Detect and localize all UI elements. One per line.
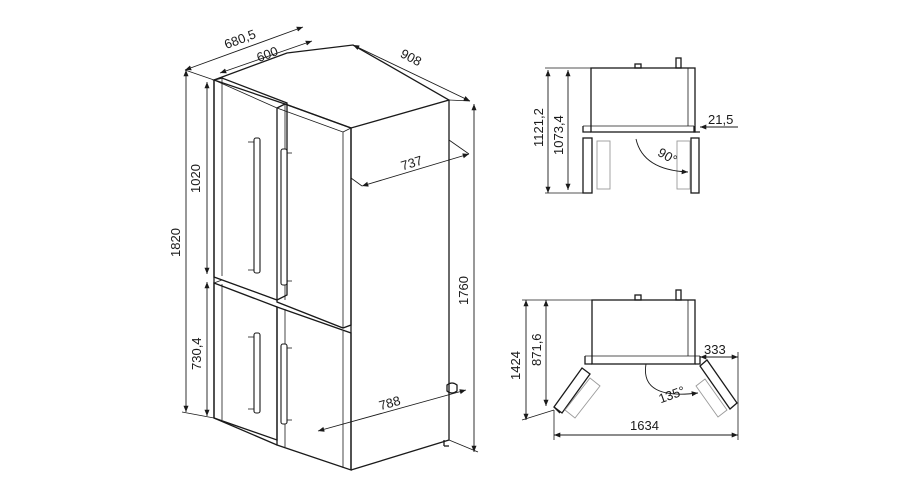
dimension-height-total: 1820 (168, 70, 215, 419)
cabinet-top-outline-2 (591, 299, 696, 365)
dimension-1424: 1424 (508, 351, 523, 380)
right-door-135 (695, 359, 738, 418)
dimension-depth-total: 908 (352, 44, 471, 102)
door-top-right (276, 103, 352, 329)
dimension-1073: 1073,4 (551, 115, 566, 155)
svg-text:908: 908 (398, 46, 424, 69)
left-door-135 (553, 367, 601, 419)
dimension-height-lower: 730,4 (189, 282, 210, 416)
angle-label-90: 90° (655, 145, 680, 168)
dimension-depth-body: 737 (350, 139, 470, 187)
dimension-height-body: 1760 (448, 104, 479, 453)
dimension-1121: 1121,2 (531, 108, 546, 147)
svg-text:1820: 1820 (168, 228, 183, 257)
cabinet-side-face (350, 100, 450, 471)
dimension-21-5: 21,5 (708, 112, 733, 127)
angle-label-135: 135° (656, 383, 686, 406)
right-door-open (690, 137, 700, 194)
left-door-open (582, 137, 593, 194)
drawer-bottom-right (276, 306, 352, 471)
door-handles (248, 137, 292, 425)
dimension-height-upper: 1020 (188, 82, 210, 274)
svg-text:737: 737 (399, 153, 424, 174)
fridge-isometric-view: 680,5 600 908 737 788 1820 (168, 26, 479, 471)
door-top-left (213, 77, 288, 301)
cabinet-top-outline (590, 67, 696, 133)
svg-text:788: 788 (377, 393, 402, 413)
top-view-doors-90: 90° 1121,2 1073,4 21,5 (531, 57, 738, 194)
svg-text:1760: 1760 (456, 276, 471, 305)
dimension-depth-open: 788 (317, 389, 467, 432)
svg-text:680,5: 680,5 (222, 26, 258, 52)
drawer-bottom-left (213, 279, 278, 441)
dimension-333: 333 (704, 342, 726, 357)
top-view-doors-135: 135° 1424 871,6 333 1634 (508, 289, 739, 440)
svg-text:730,4: 730,4 (189, 337, 204, 370)
dimension-1634: 1634 (630, 418, 659, 433)
dimension-871-6: 871,6 (529, 333, 544, 366)
svg-text:1020: 1020 (188, 164, 203, 193)
svg-text:600: 600 (254, 43, 280, 65)
dimension-width-body: 600 (219, 40, 313, 74)
